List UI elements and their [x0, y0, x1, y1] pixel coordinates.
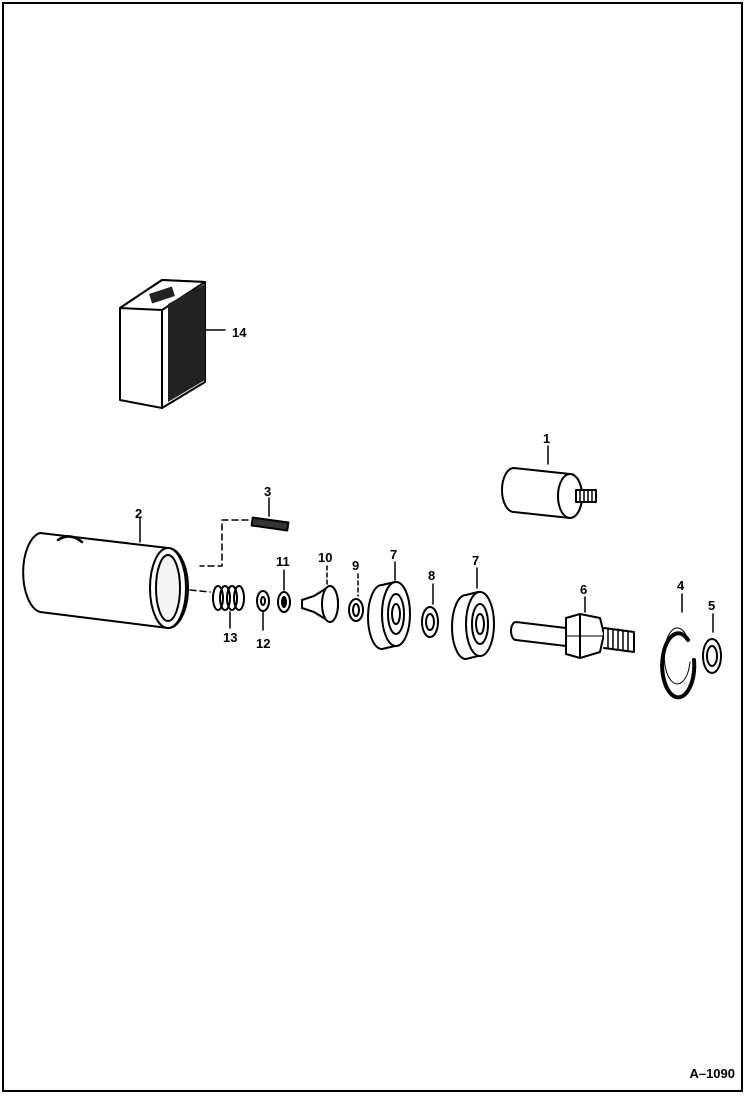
callout-4: 4 [677, 578, 685, 593]
callout-12: 12 [256, 636, 270, 651]
part-7-bearing-b [451, 567, 495, 660]
callout-5: 5 [708, 598, 715, 613]
callout-2: 2 [135, 506, 142, 521]
part-13-spring [212, 585, 245, 629]
callout-1: 1 [543, 431, 550, 446]
figure-reference: A–1090 [689, 1066, 735, 1081]
part-3-pin [199, 497, 290, 567]
part-2-housing [22, 517, 211, 629]
part-9-seal [348, 573, 364, 622]
part-1-cap [501, 445, 597, 519]
callout-13: 13 [223, 630, 237, 645]
part-5-washer [702, 613, 722, 674]
callout-7a: 7 [390, 547, 397, 562]
callout-9: 9 [352, 558, 359, 573]
part-6-fitting [510, 596, 635, 659]
part-12-washer [256, 590, 270, 631]
part-11-ring [277, 569, 291, 613]
part-14-block [119, 279, 226, 409]
callout-6: 6 [580, 582, 587, 597]
callout-3: 3 [264, 484, 271, 499]
part-4-snap-ring [660, 593, 697, 700]
part-10-poppet [301, 565, 339, 623]
callout-14: 14 [232, 325, 247, 340]
part-7-bearing-a [367, 561, 411, 650]
callout-8: 8 [428, 568, 435, 583]
callout-10: 10 [318, 550, 332, 565]
part-8-washer [421, 583, 439, 638]
callout-11: 11 [276, 554, 290, 569]
callout-7b: 7 [472, 553, 479, 568]
